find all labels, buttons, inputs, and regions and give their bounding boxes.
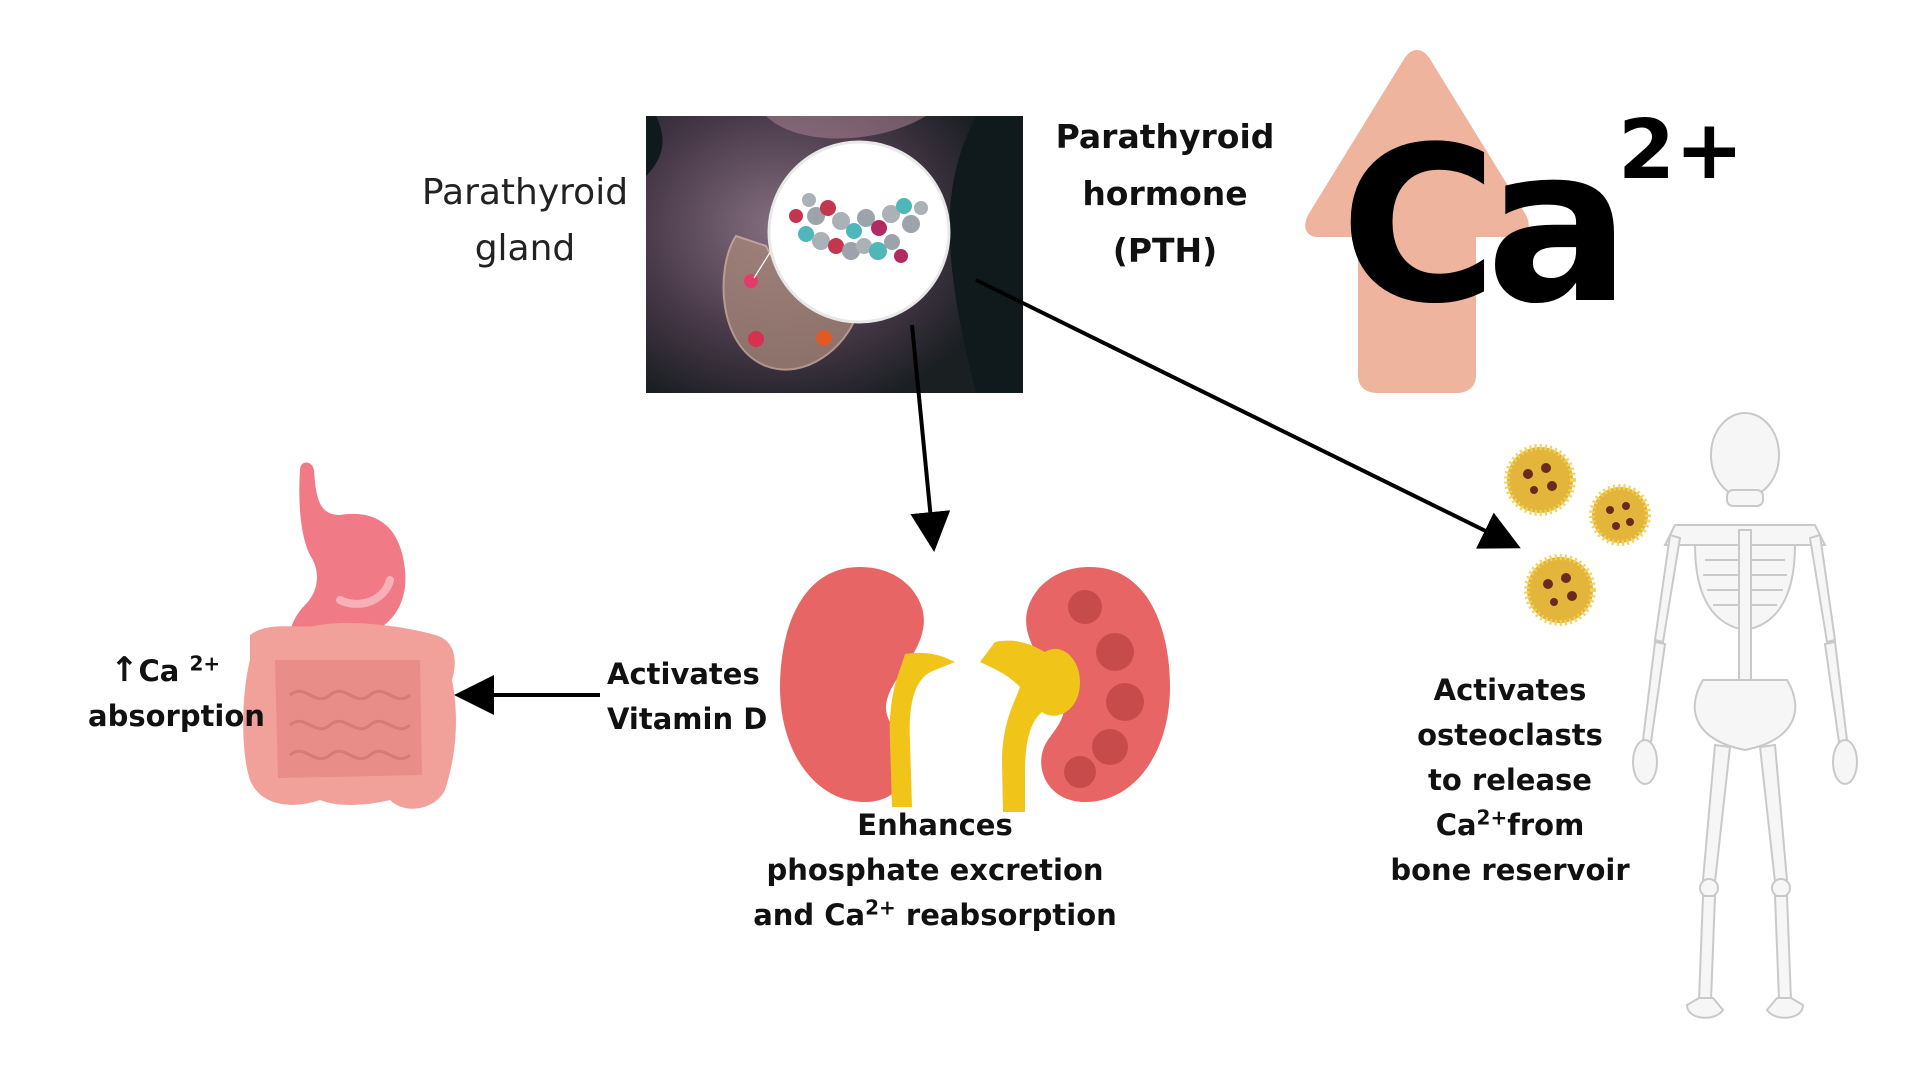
kidney-effect-label: Enhances phosphate excretion and Ca2+ re…: [748, 803, 1122, 938]
osteoclast-2: [1589, 484, 1651, 546]
arrow-to-bone: [975, 278, 1521, 549]
vitamin-d-label: Activates Vitamin D: [607, 652, 807, 742]
kidneys-icon: [780, 567, 1170, 812]
pth-molecule-icon: [789, 193, 928, 263]
calcium-charge: 2+: [1618, 103, 1744, 198]
kidney-line3-pre: and Ca: [753, 898, 866, 932]
kidney-ca-charge: 2+: [865, 895, 896, 920]
bone-line4: bone reservoir: [1390, 853, 1630, 887]
ca-charge: 2+: [189, 651, 221, 676]
bone-line3: to release Ca2+from: [1360, 758, 1660, 848]
calcium-symbol: Ca: [1340, 100, 1631, 351]
kidney-line3: and Ca2+ reabsorption: [748, 893, 1122, 938]
vitamin-d-line1: Activates: [607, 657, 760, 691]
left-kidney-icon: [780, 567, 924, 802]
osteoclasts-icon: [1504, 444, 1651, 626]
gland-label-line1: Parathyroid: [421, 172, 629, 213]
kidney-line2: phosphate excretion: [766, 853, 1104, 887]
neck-pth-image: [646, 116, 1023, 393]
vitamin-d-line2: Vitamin D: [607, 702, 768, 736]
osteoclast-3: [1524, 554, 1596, 626]
up-arrow-icon: [1305, 50, 1529, 393]
arrow-to-kidney: [910, 324, 951, 552]
digestive-system-icon: [243, 462, 456, 809]
bone-line2: osteoclasts: [1417, 718, 1603, 752]
gland-label: Parathyroid gland: [410, 165, 640, 277]
bone-line3-post: from: [1507, 808, 1585, 842]
bone-line1: Activates: [1433, 673, 1587, 707]
kidney-line3-post: reabsorption: [895, 898, 1117, 932]
right-kidney-icon: [1026, 567, 1170, 802]
ca-absorption-line1: ↑Ca 2+: [88, 648, 288, 694]
up-small-arrow-icon: ↑: [110, 650, 139, 690]
kidney-line1: Enhances: [857, 808, 1013, 842]
pth-label-line1: Parathyroid: [1055, 117, 1275, 156]
pth-label: Parathyroid hormone (PTH): [1040, 108, 1290, 279]
bone-ca-charge: 2+: [1476, 805, 1508, 830]
bone-line3-pre: to release Ca: [1428, 763, 1592, 842]
pth-label-line3: (PTH): [1112, 231, 1218, 270]
pth-label-line2: hormone: [1082, 174, 1248, 213]
stomach-icon: [287, 462, 406, 660]
gland-label-line2: gland: [474, 228, 576, 269]
ca-symbol: Ca: [138, 654, 180, 688]
ca-absorption-line2: absorption: [88, 699, 265, 733]
osteoclast-1: [1504, 444, 1576, 516]
skeleton-icon: [1632, 412, 1858, 1019]
intestine-effect-label: ↑Ca 2+ absorption: [88, 648, 288, 739]
bone-effect-label: Activates osteoclasts to release Ca2+fro…: [1360, 668, 1660, 893]
